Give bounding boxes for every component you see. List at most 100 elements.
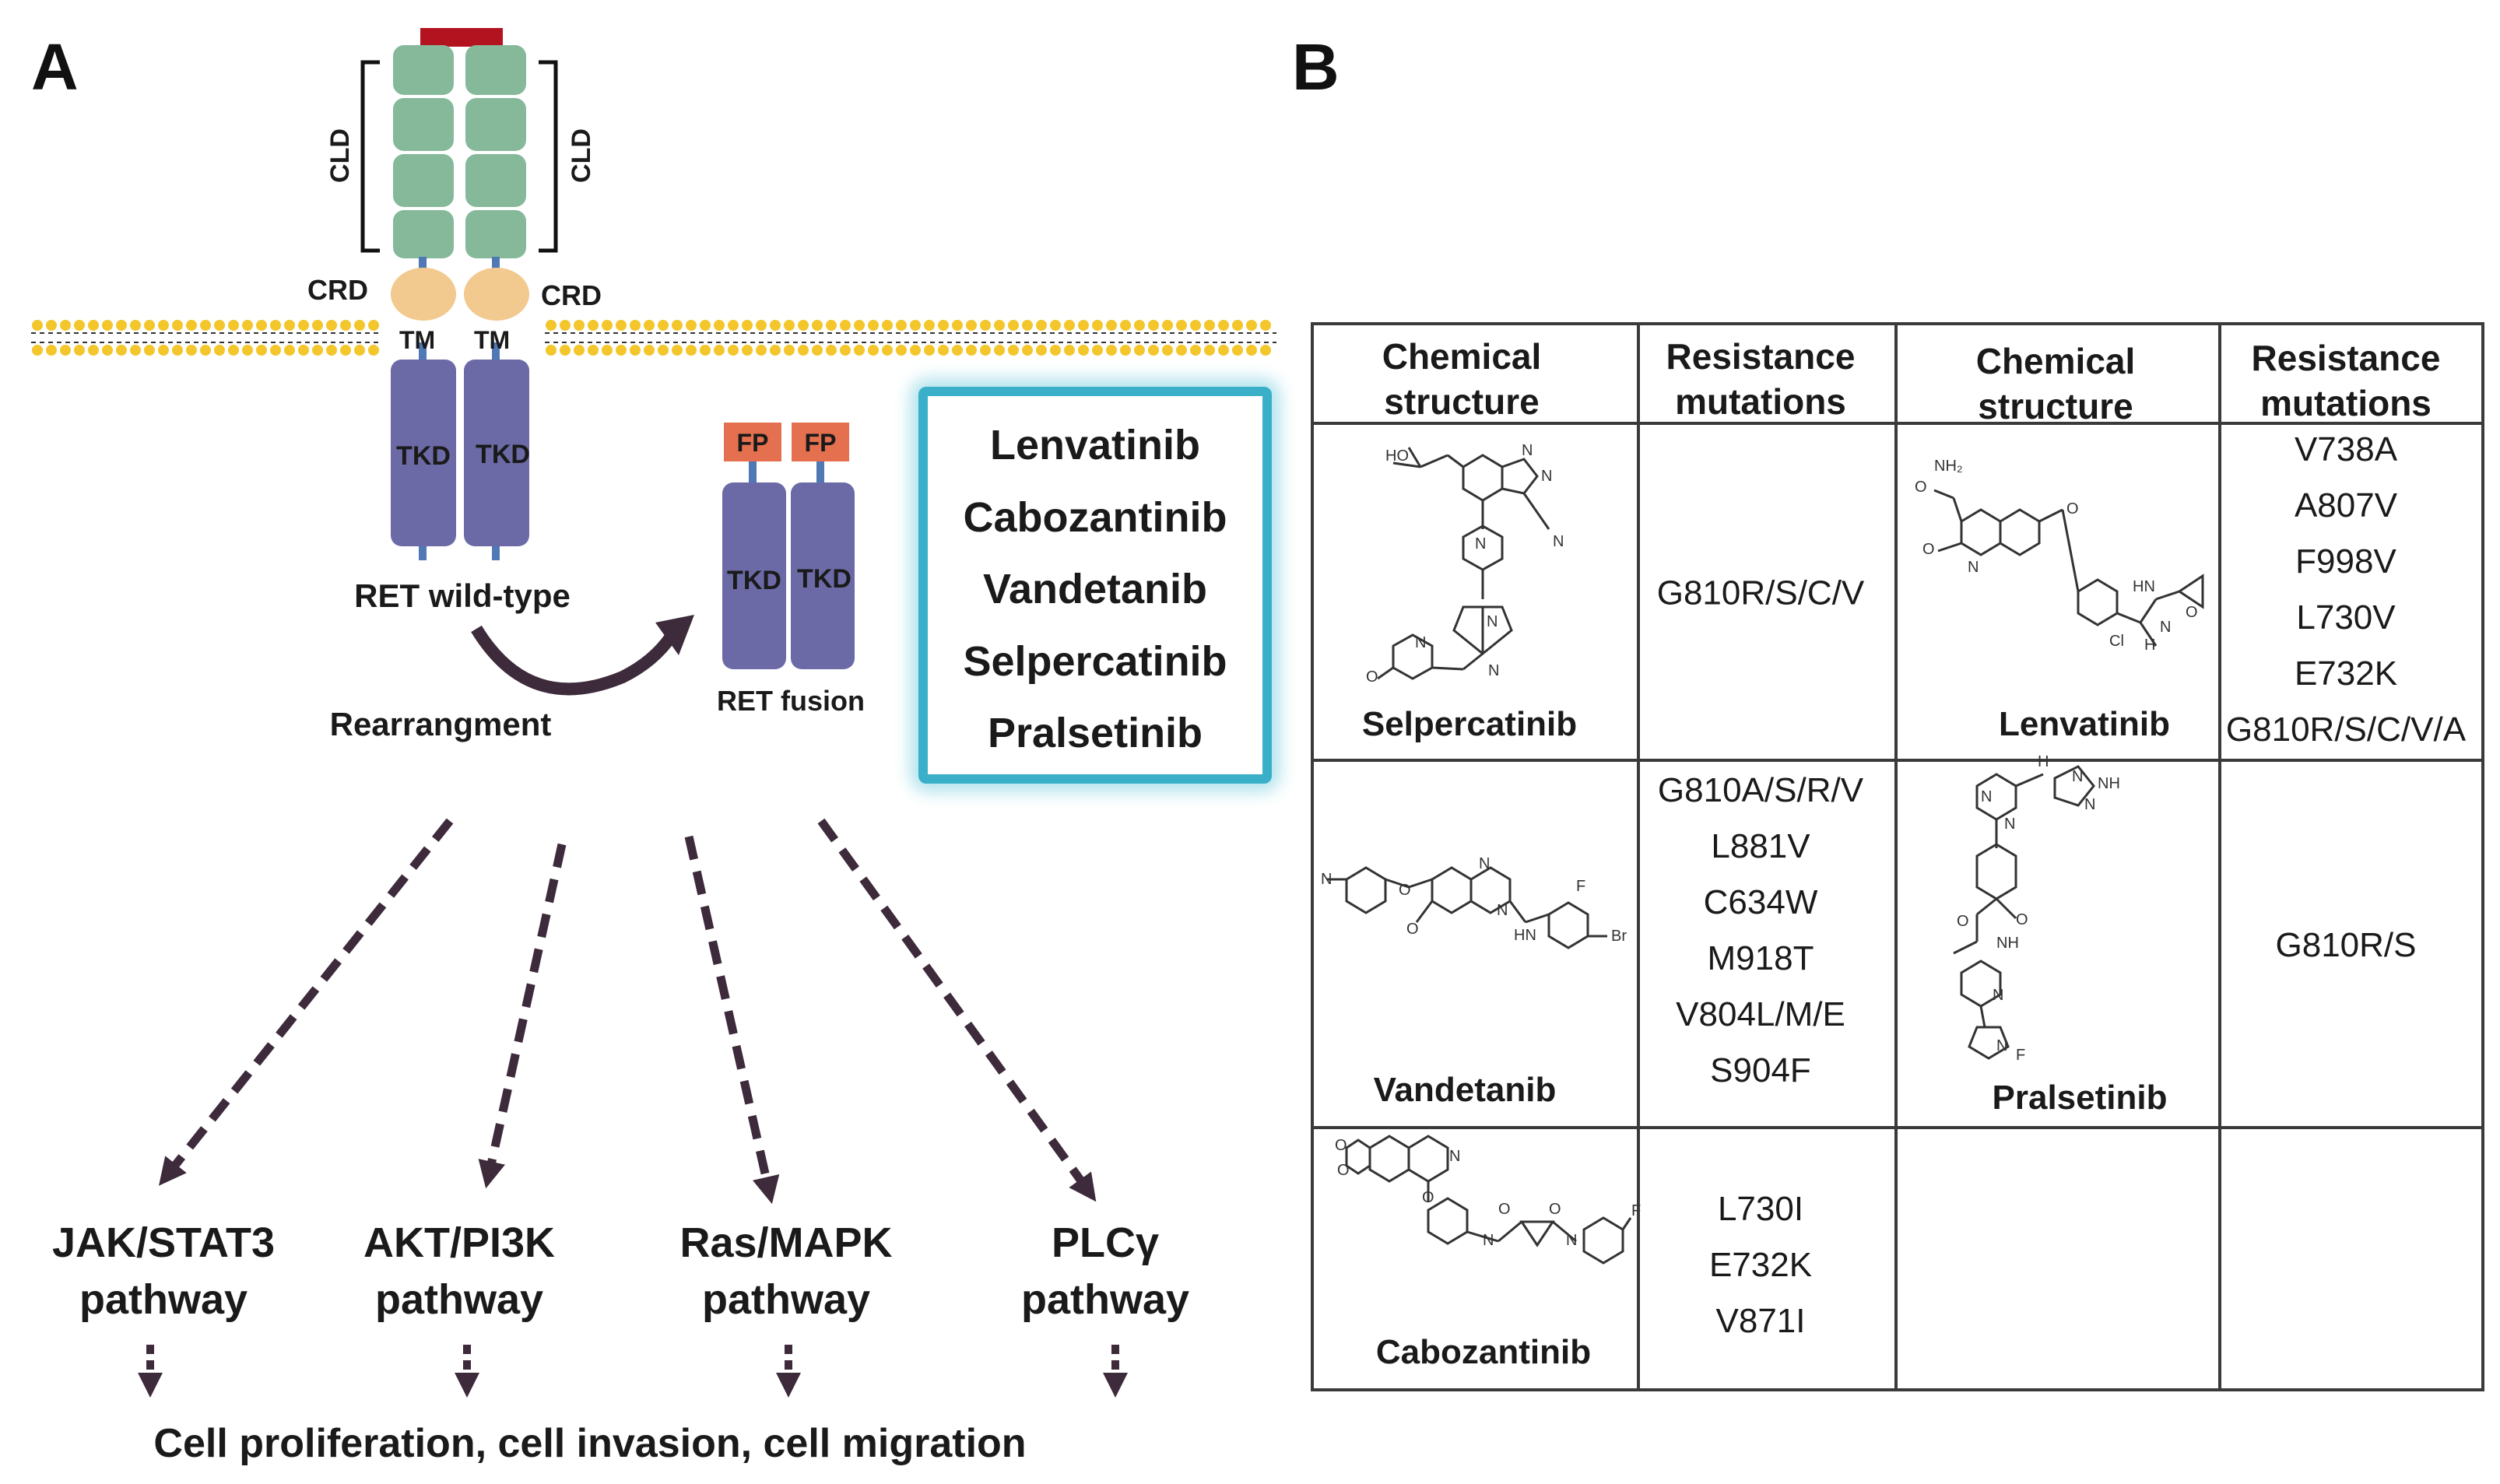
atom-label: N <box>1415 634 1426 651</box>
cld-domains-right <box>465 45 526 258</box>
atom-label: N <box>1497 902 1508 919</box>
ret-wildtype-label: RET wild-type <box>354 577 571 614</box>
cabozantinib-structure <box>1345 1135 1632 1265</box>
vandetanib-structure <box>1327 866 1607 949</box>
mutation-item: V804L/M/E <box>1676 995 1845 1033</box>
mutation-item: L730I <box>1718 1190 1803 1228</box>
atom-label: N <box>1449 1148 1460 1165</box>
resistance-table <box>1311 322 2484 1391</box>
pathway-name: PLCγ <box>1052 1219 1159 1266</box>
atom-label: O <box>2066 500 2079 517</box>
tm-label-left: TM <box>399 326 435 354</box>
atom-label: O <box>1337 1162 1350 1179</box>
atom-label: F <box>1631 1202 1641 1219</box>
mutation-item: F998V <box>2295 542 2396 581</box>
pathway-suffix: pathway <box>375 1276 543 1323</box>
atom-label: O <box>1406 921 1419 938</box>
pathway-suffix: pathway <box>1021 1276 1189 1323</box>
fusion-tkd-right <box>791 482 855 669</box>
atom-label: N <box>2004 816 2015 833</box>
fp-label-right: FP <box>805 429 837 457</box>
atom-label: F <box>2016 1047 2025 1064</box>
selpercatinib-structure <box>1377 447 1550 680</box>
header-res2-line1: Resistance <box>2252 338 2441 378</box>
atom-label: O <box>2016 911 2028 928</box>
mutation-lists: G810R/S/C/VV738AA807VF998VL730VE732KG810… <box>1657 430 2467 1340</box>
cld-bracket-right <box>539 60 558 253</box>
mutation-item: G810R/S <box>2276 926 2417 964</box>
receptor-cap <box>420 28 503 47</box>
arrow-to-akt-pi3k <box>478 843 567 1189</box>
fusion-tkd-label-left: TKD <box>727 566 781 595</box>
mutation-item: E732K <box>2295 654 2397 693</box>
drug-name: Lenvatinib <box>990 422 1200 468</box>
fusion-linker-right <box>816 461 824 483</box>
atom-label: H <box>2038 753 2049 770</box>
atom-label: N <box>2084 796 2095 813</box>
table-drug-pralsetinib: Pralsetinib <box>1993 1079 2168 1117</box>
atom-label: N <box>1981 788 1992 805</box>
mutation-item: V871I <box>1716 1302 1806 1340</box>
atom-label: N <box>1475 535 1486 553</box>
header-res1-line1: Resistance <box>1666 336 1856 377</box>
atom-label: N <box>1488 662 1499 679</box>
atom-label: N <box>1487 613 1498 630</box>
tkd-domain-right <box>464 360 529 546</box>
atom-label: NH <box>2098 775 2120 792</box>
atom-label: Br <box>1611 928 1627 945</box>
atom-label: O <box>1922 541 1935 558</box>
pathway-labels: JAK/STAT3pathwayAKT/PI3KpathwayRas/MAPKp… <box>52 1219 1189 1323</box>
pathway-suffix: pathway <box>702 1276 870 1323</box>
arrow-to-plcg <box>817 818 1097 1202</box>
drug-name: Pralsetinib <box>988 710 1203 756</box>
mutation-item: G810R/S/C/V/A <box>2226 710 2467 749</box>
header-chem2-line1: Chemical <box>1976 341 2136 381</box>
table-header: Chemical structure Resistance mutations … <box>1382 336 2441 426</box>
pathway-name: Ras/MAPK <box>679 1219 892 1266</box>
pathway-suffix: pathway <box>79 1276 248 1323</box>
atom-label: O <box>1549 1201 1561 1218</box>
arrow-to-jak-stat3 <box>159 818 454 1186</box>
tkd-domain-left <box>391 360 456 546</box>
atom-label: N <box>1321 871 1332 888</box>
fusion-linker-left <box>749 461 757 483</box>
header-res1-line2: mutations <box>1675 381 1846 422</box>
rearrangement-label: Rearrangment <box>330 706 552 742</box>
atom-label: H <box>2144 637 2155 654</box>
arrow-to-ras-mapk <box>684 835 780 1205</box>
atom-label: O <box>1957 913 1969 930</box>
atom-label: NH₂ <box>1934 458 1963 475</box>
drug-list: LenvatinibCabozantinibVandetanibSelperca… <box>963 422 1227 756</box>
panel-b-letter: B <box>1292 30 1340 103</box>
cld-label-left: CLD <box>325 128 355 183</box>
mutation-item: A807V <box>2295 486 2398 524</box>
ret-fusion-label: RET fusion <box>717 685 865 717</box>
table-drug-lenvatinib: Lenvatinib <box>1999 705 2170 743</box>
atom-label: O <box>1422 1189 1434 1206</box>
atom-label: N <box>1541 468 1552 485</box>
cld-bracket-left <box>360 60 380 253</box>
tkd-label-right: TKD <box>476 440 530 469</box>
domain-linkers <box>419 257 500 560</box>
mutation-item: G810R/S/C/V <box>1657 574 1865 612</box>
header-chem1-line2: structure <box>1384 381 1539 422</box>
panel-a-letter: A <box>31 30 79 103</box>
header-chem1-line1: Chemical <box>1382 336 1542 377</box>
fp-domain-right <box>792 423 849 461</box>
drug-name: Cabozantinib <box>964 494 1227 541</box>
table-drug-cabozantinib: Cabozantinib <box>1376 1333 1591 1371</box>
tkd-label-left: TKD <box>396 441 451 471</box>
pralsetinib-structure <box>1953 765 2095 1060</box>
crd-domain-left <box>391 268 456 321</box>
atom-label: N <box>2160 619 2171 636</box>
atom-label: N <box>1522 442 1533 459</box>
atom-label: N <box>2072 768 2083 785</box>
drug-name: Selpercatinib <box>963 638 1227 685</box>
atom-label: N <box>1553 533 1564 550</box>
mutation-item: G810A/S/R/V <box>1658 771 1864 809</box>
drug-name: Vandetanib <box>983 566 1207 612</box>
